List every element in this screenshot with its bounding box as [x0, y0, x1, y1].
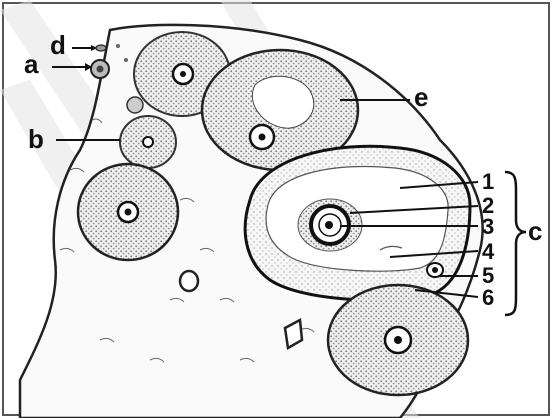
follicle-left — [78, 164, 178, 260]
label-c: c — [528, 216, 542, 246]
follicle-a — [91, 60, 109, 78]
follicle-c-graafian — [245, 146, 470, 300]
label-d: d — [50, 30, 66, 60]
label-3: 3 — [482, 214, 494, 239]
label-b: b — [28, 124, 44, 154]
label-4: 4 — [482, 239, 495, 264]
follicle-bottom — [328, 285, 468, 395]
label-1: 1 — [482, 169, 494, 194]
label-e: e — [414, 82, 428, 112]
label-6: 6 — [482, 285, 494, 310]
label-a: a — [24, 49, 39, 79]
brace-c — [505, 172, 526, 315]
